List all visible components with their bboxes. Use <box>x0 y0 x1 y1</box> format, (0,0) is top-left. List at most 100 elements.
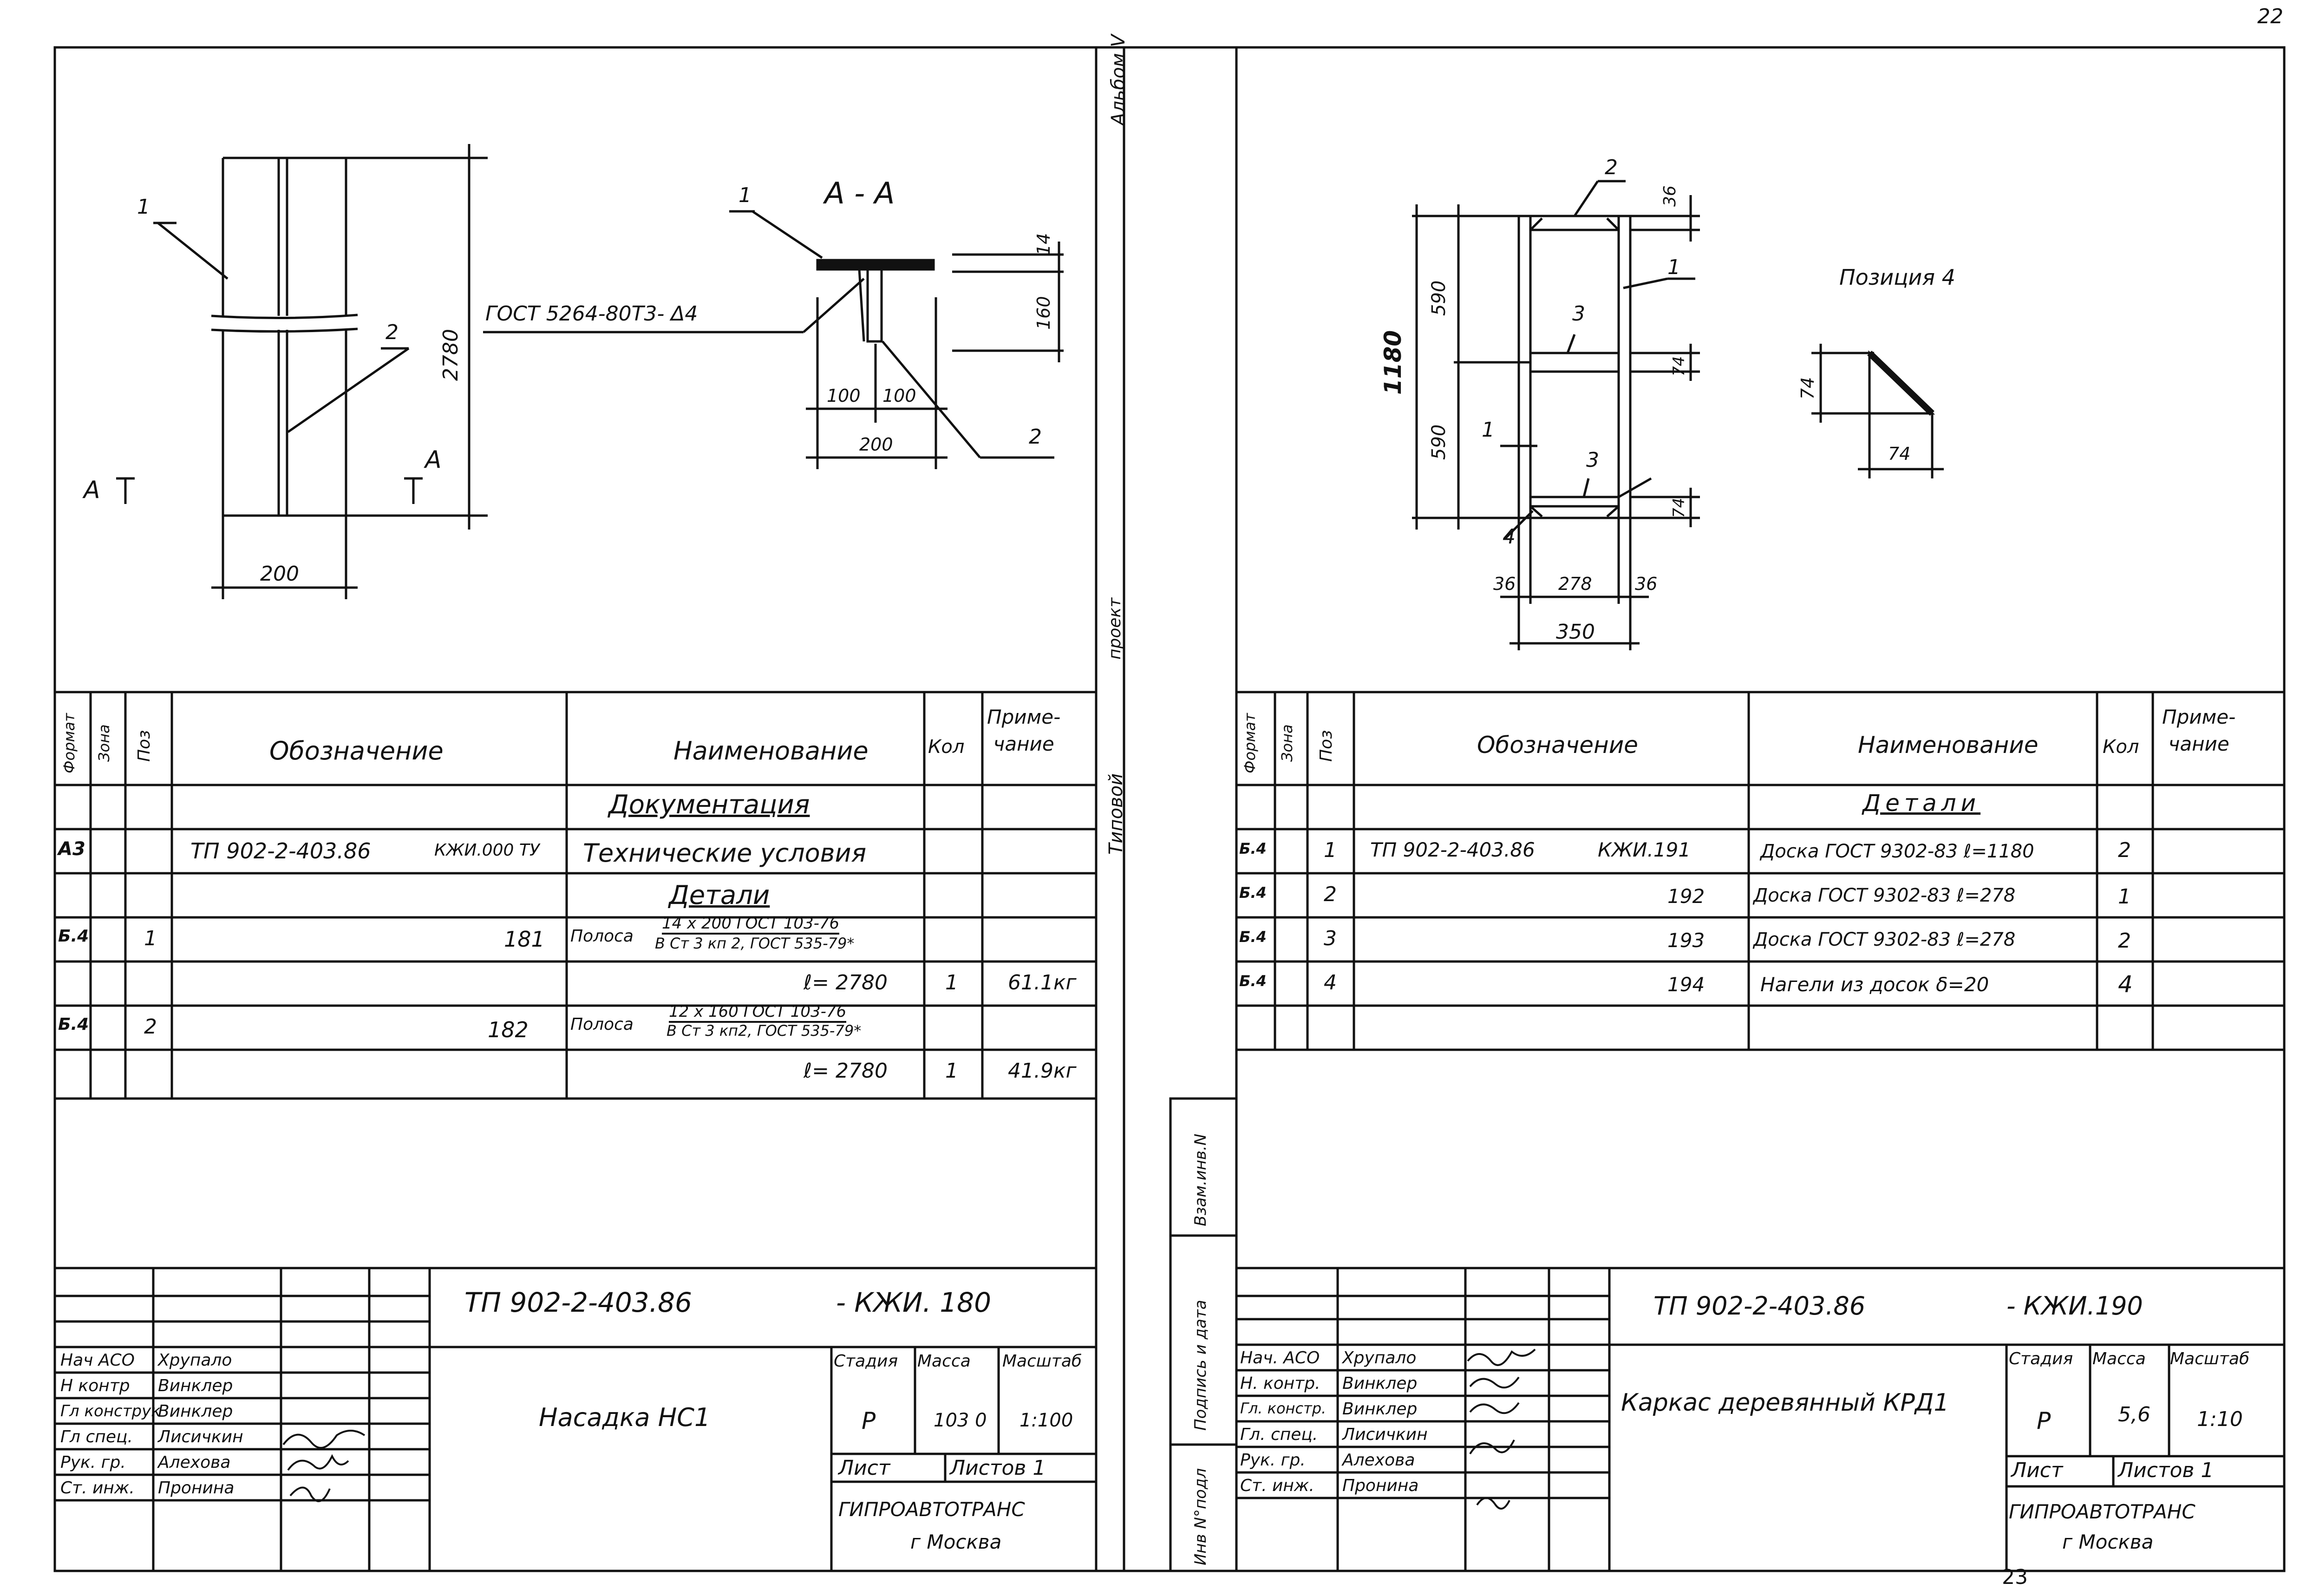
right-hdr-name: Наименование <box>1858 732 2039 759</box>
right-staff-role-3: Гл. спец. <box>1240 1425 1318 1444</box>
left-item-name: Насадка НС1 <box>539 1403 711 1432</box>
right-mass: 5,6 <box>2118 1403 2150 1426</box>
right-row1-qty: 2 <box>2118 838 2131 862</box>
right-stage-label: Стадия <box>2009 1349 2073 1368</box>
right-row3-qty: 2 <box>2118 929 2131 953</box>
left-scale: 1:100 <box>1019 1410 1073 1431</box>
left-row5-format: Б.4 <box>58 1015 89 1034</box>
right-row3-format: Б.4 <box>1239 928 1267 946</box>
left-row3-pos: 1 <box>144 927 157 950</box>
dim-590b: 590 <box>1428 424 1450 460</box>
left-staff-name-1: Винклер <box>158 1376 233 1395</box>
callout-2b: 2 <box>1029 425 1042 449</box>
callout-1b: 1 <box>738 183 752 207</box>
position-4-triangle <box>1811 344 1944 478</box>
right-sheet-label: Лист <box>2011 1459 2063 1482</box>
left-row3-name-bottom: В Ст 3 кп 2, ГОСТ 535-79* <box>655 935 855 952</box>
left-row5-name-top: 12 x 160 ГОСТ 103-76 <box>669 1002 847 1023</box>
right-sheets-label: Листов 1 <box>2118 1459 2214 1482</box>
right-row4-designation2: 194 <box>1667 973 1705 996</box>
right-row3-designation2: 193 <box>1667 929 1705 952</box>
right-row0-name: Детали <box>1863 790 1981 817</box>
right-row2-pos: 2 <box>1324 883 1337 906</box>
right-staff-name-0: Хрупало <box>1342 1348 1417 1367</box>
callout-2-right: 2 <box>1605 156 1618 179</box>
left-staff-role-3: Гл спец. <box>60 1427 133 1446</box>
right-scale-label: Масштаб <box>2170 1349 2250 1368</box>
left-hdr-pos: Поз <box>135 730 154 762</box>
right-row1-pos: 1 <box>1324 838 1337 862</box>
signatures <box>282 1348 1536 1510</box>
left-row0-name: Документация <box>608 790 810 820</box>
dim-200b: 200 <box>859 434 893 455</box>
dim-1180: 1180 <box>1379 330 1406 395</box>
callout-4-right: 4 <box>1503 525 1516 549</box>
right-staff-role-4: Рук. гр. <box>1240 1451 1306 1470</box>
left-row1-designation2: КЖИ.000 ТУ <box>434 841 540 860</box>
left-row5-name: Полоса <box>570 1015 634 1034</box>
left-staff-role-0: Нач АСО <box>60 1351 135 1370</box>
section-title: А - А <box>824 177 895 211</box>
left-stage: Р <box>862 1407 876 1434</box>
strip-inv: Инв N°подл <box>1191 1468 1210 1565</box>
left-section-aa <box>483 210 1064 469</box>
left-title-code: ТП 902-2-403.86 <box>464 1287 692 1318</box>
left-row2-name: Детали <box>669 880 770 910</box>
left-hdr-name: Наименование <box>673 736 869 765</box>
left-plate-elevation <box>116 144 488 599</box>
dim-100a: 100 <box>827 386 861 406</box>
left-staff-role-5: Ст. инж. <box>60 1478 135 1498</box>
left-row4-note: 61.1кг <box>1008 971 1077 994</box>
right-stage: Р <box>2037 1407 2051 1434</box>
right-row4-pos: 4 <box>1324 971 1337 994</box>
left-row1-designation: ТП 902-2-403.86 <box>190 838 371 863</box>
left-row1-name: Технические условия <box>583 838 867 868</box>
left-row3-format: Б.4 <box>58 927 89 946</box>
left-row6-name: ℓ= 2780 <box>804 1059 888 1083</box>
left-org: ГИПРОАВТОТРАНС <box>838 1498 1025 1521</box>
left-staff-name-5: Пронина <box>158 1478 235 1498</box>
right-hdr-designation: Обозначение <box>1477 732 1638 759</box>
left-row1-format: А3 <box>58 838 85 860</box>
left-title-block-grid <box>55 1267 1096 1571</box>
right-row1-designation2: КЖИ.191 <box>1598 838 1691 861</box>
right-row4-format: Б.4 <box>1239 972 1267 990</box>
right-row2-format: Б.4 <box>1239 884 1267 902</box>
strip-typical: Типовой <box>1105 773 1127 855</box>
right-row1-format: Б.4 <box>1239 840 1267 857</box>
left-row4-name: ℓ= 2780 <box>804 971 888 994</box>
right-title-code-suffix: - КЖИ.190 <box>2006 1291 2143 1321</box>
right-scale: 1:10 <box>2197 1407 2243 1431</box>
left-hdr-zone: Зона <box>95 724 113 762</box>
left-row6-note: 41.9кг <box>1008 1059 1077 1083</box>
left-row6-qty: 1 <box>945 1059 958 1083</box>
left-row3-name-top: 14 x 200 ГОСТ 103-76 <box>662 914 840 935</box>
strip-podpis: Подпись и дата <box>1191 1300 1210 1431</box>
dim-width: 200 <box>260 562 299 586</box>
right-hdr-note: Приме- чание <box>2162 706 2236 755</box>
right-row2-designation2: 192 <box>1667 885 1705 908</box>
right-staff-role-5: Ст. инж. <box>1240 1476 1314 1495</box>
right-hdr-format: Формат <box>1241 713 1259 773</box>
dim-160: 160 <box>1033 296 1054 330</box>
right-title-code: ТП 902-2-403.86 <box>1653 1291 1866 1321</box>
dim-278: 278 <box>1558 574 1592 594</box>
right-row3-pos: 3 <box>1324 927 1337 950</box>
right-city: г Москва <box>2062 1531 2154 1553</box>
left-row4-qty: 1 <box>945 971 958 994</box>
left-staff-name-2: Винклер <box>158 1402 233 1421</box>
callout-3-right-a: 3 <box>1572 302 1585 326</box>
right-spec-grid <box>1236 691 2284 1051</box>
right-mass-label: Масса <box>2092 1349 2146 1368</box>
left-spec-grid <box>55 691 1096 1100</box>
dim-74b: 74 <box>1670 497 1688 518</box>
position-label: Позиция 4 <box>1839 265 1955 290</box>
dim-36b: 36 <box>1635 574 1658 594</box>
left-city: г Москва <box>910 1531 1002 1553</box>
right-staff-name-2: Винклер <box>1342 1400 1418 1419</box>
right-staff-name-5: Пронина <box>1342 1476 1419 1495</box>
callout-1-right-a: 1 <box>1667 255 1680 279</box>
pos4-74h: 74 <box>1888 444 1911 464</box>
right-staff-role-0: Нач. АСО <box>1240 1348 1320 1367</box>
